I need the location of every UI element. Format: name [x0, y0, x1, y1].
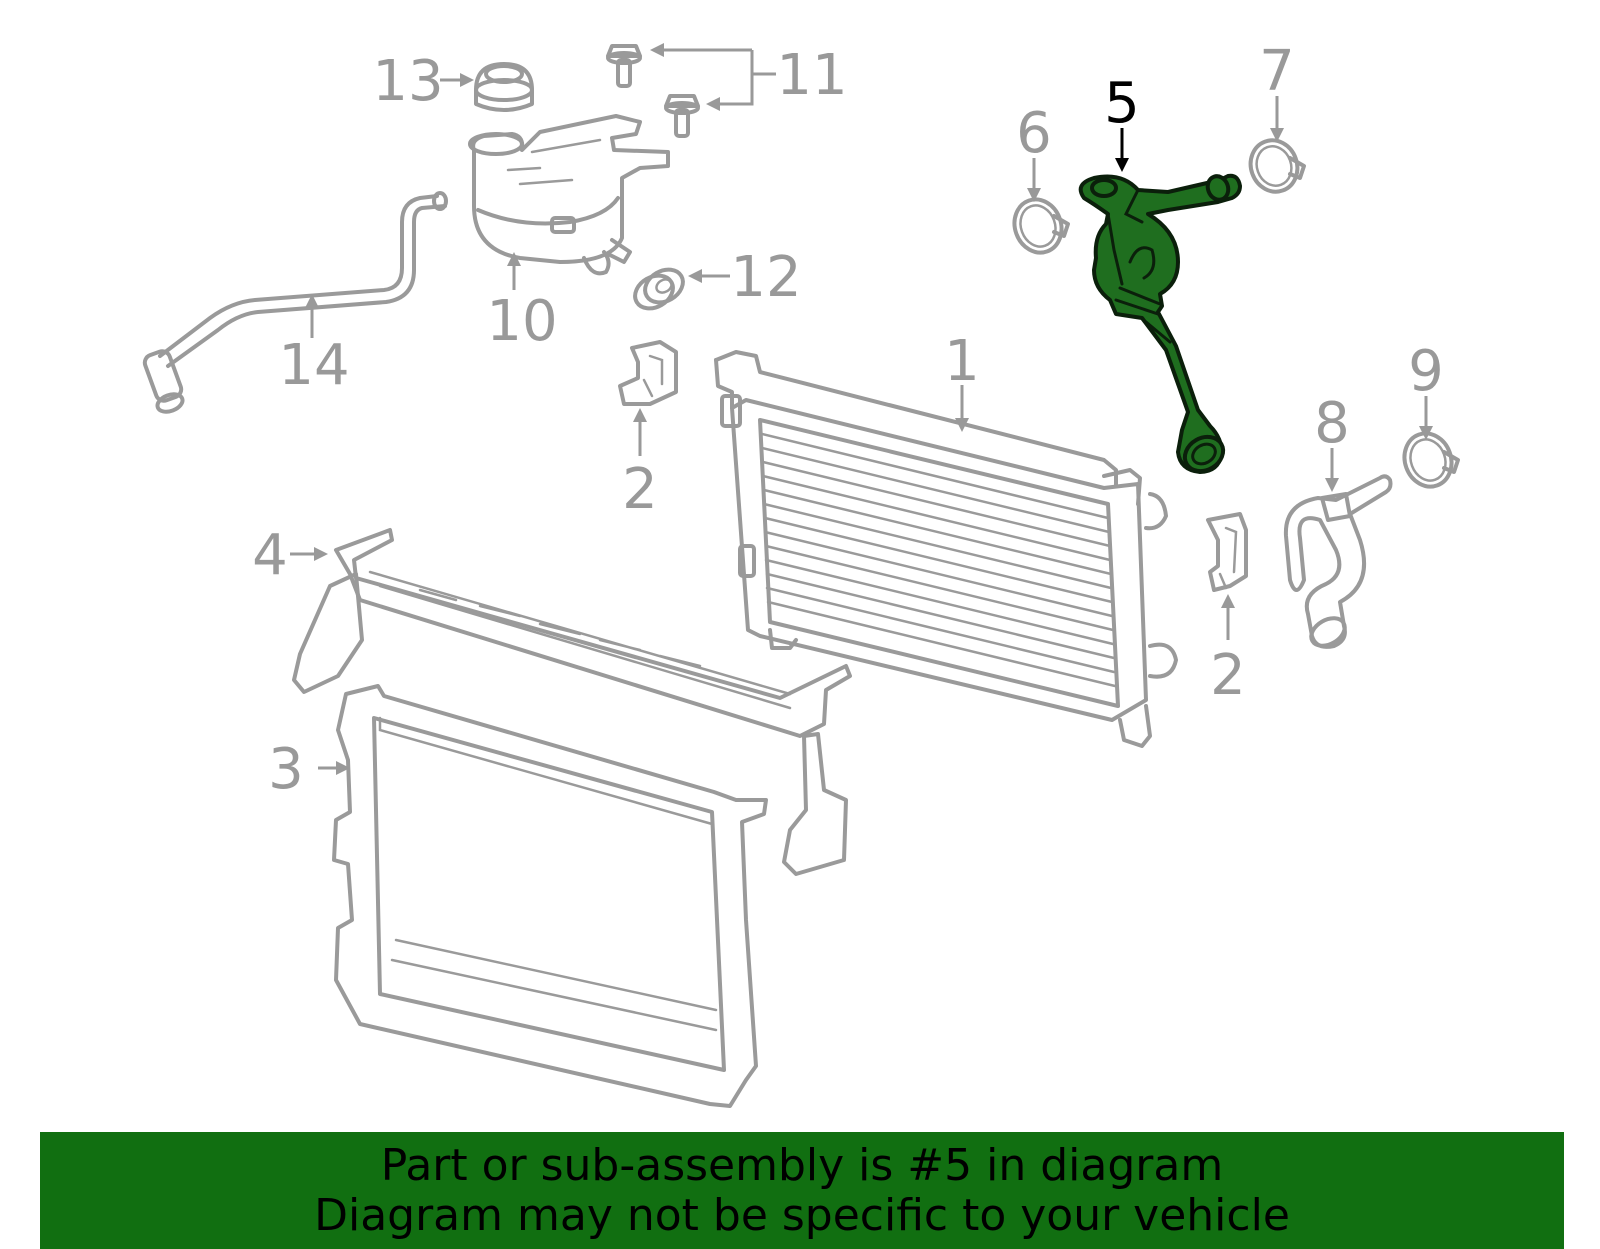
part-4-upper-support — [292, 528, 852, 876]
part-10-coolant-reservoir — [468, 114, 670, 276]
callout-10: 10 — [486, 289, 557, 354]
callout-13: 13 — [372, 49, 443, 114]
callout-7: 7 — [1259, 39, 1295, 104]
part-14-overflow-hose — [142, 191, 448, 414]
callout-4: 4 — [252, 523, 288, 588]
callout-9: 9 — [1408, 339, 1444, 404]
callout-8: 8 — [1314, 391, 1350, 456]
part-2-bracket-right — [1206, 512, 1248, 592]
callout-1: 1 — [944, 329, 980, 394]
callout-14: 14 — [278, 333, 349, 398]
callout-2-left: 2 — [622, 457, 658, 522]
callout-11: 11 — [776, 43, 847, 108]
banner-line-2: Diagram may not be specific to your vehi… — [314, 1189, 1290, 1241]
info-banner: Part or sub-assembly is #5 in diagram Di… — [40, 1132, 1564, 1249]
part-13-reservoir-cap — [474, 62, 534, 112]
callout-3: 3 — [268, 737, 304, 802]
part-2-bracket-left — [618, 340, 678, 406]
callout-numbers: 1 2 2 3 4 5 6 7 8 9 10 11 12 13 14 — [252, 39, 1444, 802]
callout-2-right: 2 — [1210, 643, 1246, 708]
part-12-grommet — [633, 267, 685, 311]
callout-5: 5 — [1104, 71, 1140, 136]
leader-lines — [290, 43, 1433, 775]
part-8-lower-hose — [1283, 474, 1393, 649]
part-7-hose-clamp — [1248, 138, 1306, 194]
part-11-bolts — [606, 44, 700, 138]
callout-6: 6 — [1016, 101, 1052, 166]
part-5-upper-radiator-hose — [1078, 173, 1242, 474]
banner-line-1: Part or sub-assembly is #5 in diagram — [380, 1139, 1224, 1191]
callout-12: 12 — [730, 245, 801, 310]
part-1-radiator — [714, 350, 1178, 748]
part-6-hose-clamp — [1012, 197, 1070, 255]
part-3-fan-shroud — [332, 684, 768, 1108]
part-9-hose-clamp — [1402, 431, 1460, 489]
